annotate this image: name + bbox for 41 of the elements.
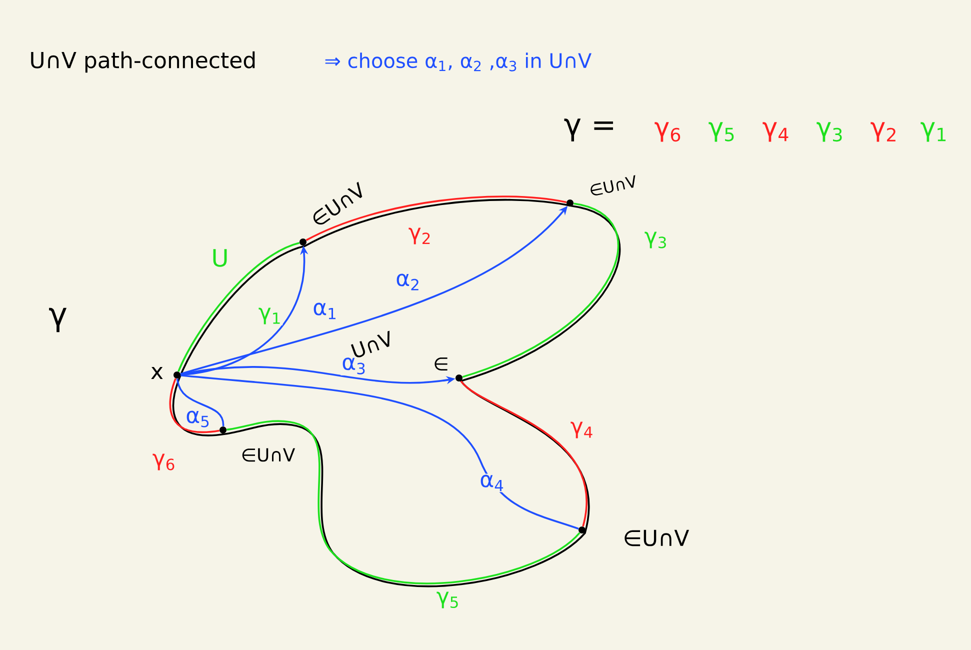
path-curve [226, 420, 580, 584]
point-dot [174, 372, 180, 378]
edge-label: γ$_{6}$ [151, 452, 177, 472]
point-dot [220, 426, 226, 434]
point-label: ∈U∩V [242, 448, 296, 462]
math-label: U∩V [350, 330, 390, 358]
point-label: ∈U∩V [590, 175, 636, 196]
math-label: γ$_{1}$ [920, 122, 946, 142]
path-curve [176, 378, 224, 426]
point-dot [566, 200, 574, 206]
path-curve [306, 196, 567, 242]
point-dot [300, 238, 306, 246]
path-curve [462, 202, 620, 378]
point-label: x [151, 366, 163, 379]
math-label: γ [49, 308, 67, 332]
math-label: γ$_{3}$ [816, 122, 842, 142]
edge-label: α$_{3}$ [340, 356, 368, 376]
math-label: U [213, 249, 227, 267]
math-label: γ = [564, 118, 614, 142]
edge-label: α$_{5}$ [184, 410, 212, 428]
edge-label: α$_{4}$ [478, 474, 506, 492]
path-curve [180, 374, 579, 530]
edge-label: γ$_{3}$ [643, 230, 669, 250]
math-label: γ$_{4}$ [762, 122, 788, 142]
path-curve [460, 380, 588, 527]
edge-label: γ$_{2}$ [407, 226, 433, 246]
edge-label: γ$_{1}$ [257, 306, 283, 326]
edge-label: α$_{2}$ [394, 272, 422, 292]
math-label: γ$_{5}$ [708, 122, 734, 142]
math-label: U∩V path-connected [31, 51, 255, 73]
point-label: ∈U∩V [624, 530, 690, 546]
math-label: γ$_{6}$ [654, 122, 680, 142]
edge-label: γ$_{4}$ [569, 420, 595, 440]
point-dot [578, 526, 586, 534]
edge-label: α$_{1}$ [312, 302, 338, 320]
math-label: γ$_{2}$ [870, 122, 896, 142]
math-label: ⇒ choose α$_{1}$, α$_{2}$ ,α$_{3}$ in U∩V [325, 52, 592, 72]
path-curve [169, 378, 220, 433]
point-label: ∈ [434, 358, 448, 370]
point-dot [456, 374, 462, 382]
edge-label: γ$_{5}$ [435, 590, 461, 610]
